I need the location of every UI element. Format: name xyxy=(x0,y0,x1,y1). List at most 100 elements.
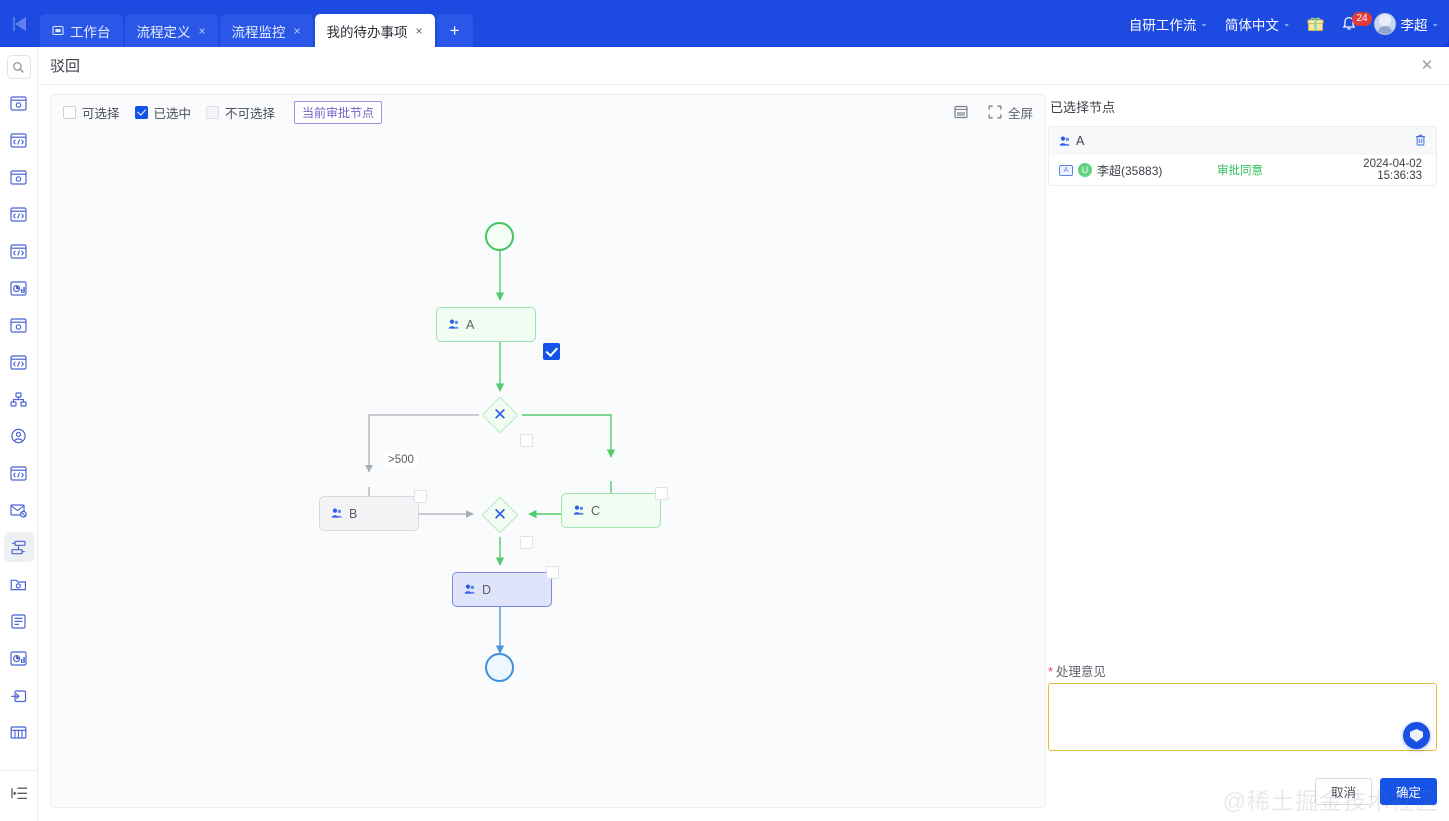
tab-close-icon[interactable]: × xyxy=(293,23,301,38)
legend-not-selectable[interactable]: 不可选择 xyxy=(206,103,275,122)
task-node-d[interactable]: D xyxy=(452,572,552,607)
status-badge: 审批同意 xyxy=(1217,165,1263,177)
task-node-c[interactable]: C xyxy=(561,493,661,528)
tab-bar: 工作台 流程定义 × 流程监控 × 我的待办事项 × + xyxy=(40,0,473,47)
sidebar-item-target-user[interactable] xyxy=(4,421,34,451)
sidebar-item-table-grid[interactable] xyxy=(4,717,34,747)
avatar xyxy=(1374,12,1397,35)
notifications-button[interactable]: 24 xyxy=(1341,11,1372,32)
legend-label: 可选择 xyxy=(82,106,120,121)
sidebar-item-folder-gear[interactable] xyxy=(4,569,34,599)
fullscreen-icon xyxy=(988,105,1002,119)
diagram-pane: 可选择 已选中 不可选择 当前审批节点 xyxy=(50,94,1046,808)
task-node-a[interactable]: A xyxy=(436,307,536,342)
rail-footer xyxy=(0,770,38,815)
search-icon[interactable] xyxy=(6,55,31,79)
legend-label: 不可选择 xyxy=(225,106,276,121)
add-tab-button[interactable]: + xyxy=(436,14,473,47)
tab-close-icon[interactable]: × xyxy=(415,23,423,38)
dashboard-icon xyxy=(52,25,64,37)
tab-workbench[interactable]: 工作台 xyxy=(40,14,123,47)
task-node-c-checkbox[interactable] xyxy=(655,487,668,500)
sidebar-item-window-chart[interactable] xyxy=(4,273,34,303)
sidebar-item-window-code-4[interactable] xyxy=(4,347,34,377)
sidebar-item-window-code-2[interactable] xyxy=(4,199,34,229)
flow-canvas[interactable]: A ✕ >500 B xyxy=(51,129,1047,808)
sidebar-item-org-tree[interactable] xyxy=(4,384,34,414)
user-task-icon xyxy=(331,508,342,518)
checkbox-not-selectable xyxy=(206,105,220,119)
task-node-d-checkbox[interactable] xyxy=(546,566,559,579)
language-selector[interactable]: 简体中文 ⌄ xyxy=(1225,14,1291,34)
user-task-icon xyxy=(464,584,475,594)
sidebar-item-document-lines[interactable] xyxy=(4,606,34,636)
sidebar-item-import-arrow[interactable] xyxy=(4,680,34,710)
exclusive-gateway-1[interactable]: ✕ xyxy=(477,396,523,434)
end-event-node[interactable] xyxy=(485,653,514,682)
sidebar-item-window-chart-2[interactable] xyxy=(4,643,34,673)
legend-label: 已选中 xyxy=(153,106,192,121)
checkbox-selected[interactable] xyxy=(134,105,148,119)
page-title: 驳回 xyxy=(50,58,81,75)
gift-icon[interactable] xyxy=(1307,16,1324,32)
cancel-button[interactable]: 取消 xyxy=(1315,778,1372,805)
dialog-header: 驳回 ✕ xyxy=(38,47,1449,85)
opinion-label-text: 处理意见 xyxy=(1055,665,1106,679)
task-node-b[interactable]: B xyxy=(319,496,419,531)
legend-selected[interactable]: 已选中 xyxy=(134,103,192,122)
user-task-icon xyxy=(1059,136,1070,146)
approver-identity: A U 李超(35883) xyxy=(1059,162,1217,179)
dialog-body: 可选择 已选中 不可选择 当前审批节点 xyxy=(38,85,1449,821)
required-mark: * xyxy=(1048,665,1053,679)
legend-group: 可选择 已选中 不可选择 当前审批节点 xyxy=(63,100,383,124)
close-icon[interactable]: ✕ xyxy=(1420,57,1434,74)
task-node-b-checkbox[interactable] xyxy=(414,490,427,503)
opinion-input[interactable] xyxy=(1048,683,1437,751)
collapse-list-icon[interactable] xyxy=(4,778,34,808)
confirm-button[interactable]: 确定 xyxy=(1380,778,1437,805)
sidebar-item-window-gear-2[interactable] xyxy=(4,162,34,192)
user-task-icon xyxy=(448,319,459,329)
exclusive-gateway-2[interactable]: ✕ xyxy=(477,496,523,534)
gateway-1-handle[interactable] xyxy=(520,434,533,447)
tab-process-definition[interactable]: 流程定义 × xyxy=(124,14,218,47)
legend-selectable[interactable]: 可选择 xyxy=(63,103,120,122)
sidebar-collapse-button[interactable] xyxy=(0,0,40,47)
reject-dialog: 驳回 ✕ 可选择 已选中 不可选择 xyxy=(38,47,1449,821)
tab-my-todo[interactable]: 我的待办事项 × xyxy=(314,14,435,47)
tab-close-icon[interactable]: × xyxy=(198,23,206,38)
fullscreen-button[interactable]: 全屏 xyxy=(988,103,1033,122)
bell-icon xyxy=(1343,16,1356,30)
gateway-2-handle[interactable] xyxy=(520,536,533,549)
sidebar-item-window-gear-3[interactable] xyxy=(4,310,34,340)
gateway-label: ✕ xyxy=(492,405,508,424)
tab-label: 流程定义 xyxy=(136,24,191,40)
layout-icon[interactable] xyxy=(954,105,968,119)
opinion-label: *处理意见 xyxy=(1048,661,1106,680)
sidebar-item-window-code-5[interactable] xyxy=(4,458,34,488)
notification-badge: 24 xyxy=(1352,11,1372,26)
task-node-label: B xyxy=(349,506,358,521)
start-event-node[interactable] xyxy=(485,222,514,251)
tab-process-monitor[interactable]: 流程监控 × xyxy=(219,14,313,47)
sidebar-item-flow-branch[interactable] xyxy=(3,532,34,562)
user-menu[interactable]: 李超 ⌄ xyxy=(1374,12,1439,35)
selected-node-card: A A U 李超(35883) 审批同意 2024-04-02 15:36:33 xyxy=(1048,126,1437,186)
delete-icon[interactable] xyxy=(1415,134,1426,149)
language-label: 简体中文 xyxy=(1224,17,1279,33)
sidebar-item-window-code-3[interactable] xyxy=(4,236,34,266)
sidebar-item-window-code[interactable] xyxy=(4,125,34,155)
checkbox-selectable[interactable] xyxy=(63,105,76,119)
current-approval-node-chip[interactable]: 当前审批节点 xyxy=(294,100,383,124)
workspace-selector[interactable]: 自研工作流 ⌄ xyxy=(1129,14,1208,34)
top-bar-actions: 自研工作流 ⌄ 简体中文 ⌄ 24 李超 ⌄ xyxy=(1129,0,1439,47)
shield-help-icon[interactable] xyxy=(1403,722,1430,749)
user-name: 李超 xyxy=(1400,17,1428,33)
workspace-label: 自研工作流 xyxy=(1128,17,1197,33)
task-node-a-checkbox[interactable] xyxy=(543,343,560,360)
avatar: U xyxy=(1078,163,1092,177)
sidebar-item-window-gear[interactable] xyxy=(4,88,34,118)
top-bar: 工作台 流程定义 × 流程监控 × 我的待办事项 × + 自研工作流 ⌄ 简体中… xyxy=(0,0,1449,47)
task-node-label: A xyxy=(466,317,475,332)
sidebar-item-mail-block[interactable] xyxy=(4,495,34,525)
